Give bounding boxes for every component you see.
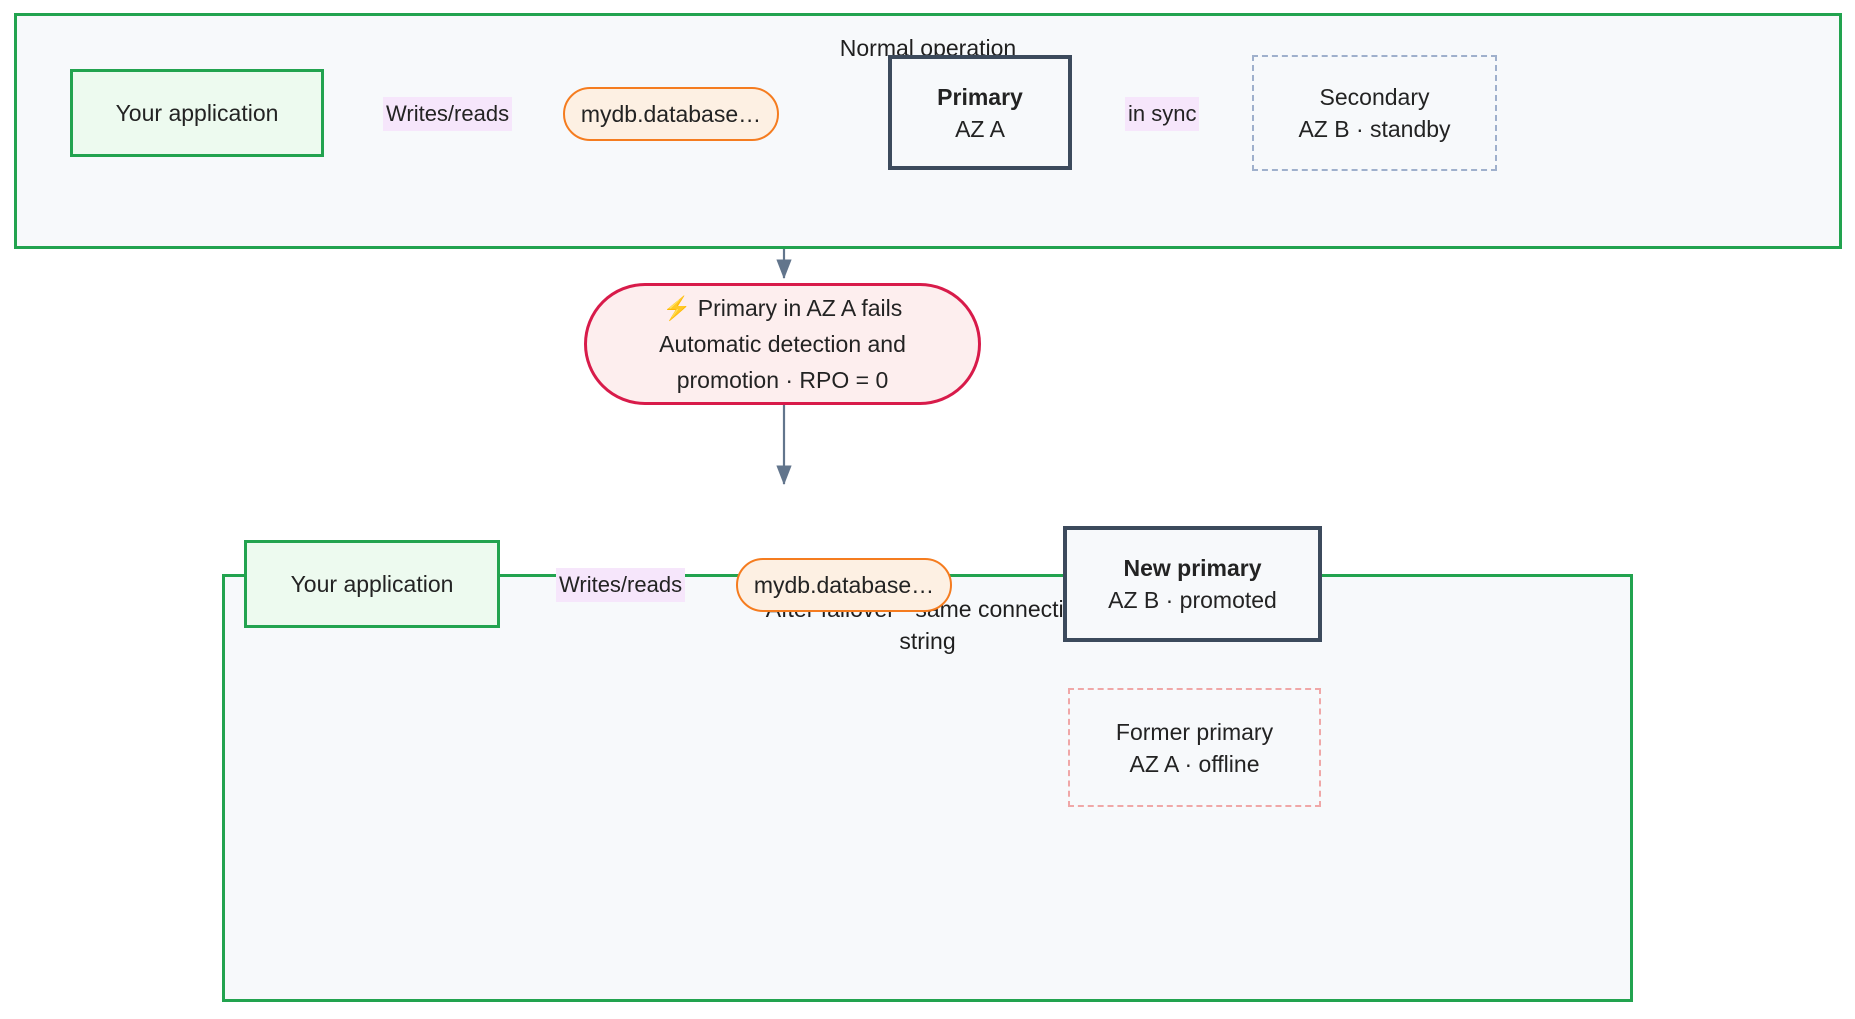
- edge-label-writes-reads-normal: Writes/reads: [383, 97, 513, 131]
- node-former-primary-offline[interactable]: Former primary AZ A · offline: [1068, 688, 1321, 807]
- node-former-primary-title: Former primary: [1115, 718, 1274, 745]
- node-new-primary-subtitle: AZ B · promoted: [1108, 587, 1277, 613]
- node-new-primary-title: New primary: [1123, 555, 1262, 581]
- node-failure-event-line1-wrap: ⚡ Primary in AZ A fails: [663, 290, 903, 326]
- node-failure-event-line2: Automatic detection and: [659, 331, 906, 357]
- node-primary[interactable]: Primary AZ A: [888, 55, 1072, 170]
- subgraph-after-failover: After failover · same connection string: [222, 574, 1633, 1002]
- edge-label-in-sync: in sync: [1125, 97, 1200, 131]
- node-failure-event[interactable]: ⚡ Primary in AZ A fails Automatic detect…: [584, 283, 981, 405]
- node-former-primary-subtitle: AZ A · offline: [1129, 750, 1260, 777]
- node-endpoint-normal[interactable]: mydb.database…: [563, 87, 779, 141]
- node-endpoint-failover-label: mydb.database…: [753, 572, 935, 598]
- node-endpoint-normal-label: mydb.database…: [580, 101, 762, 127]
- edge-label-writes-reads-failover: Writes/reads: [556, 568, 686, 602]
- node-your-application-failover[interactable]: Your application: [244, 540, 500, 628]
- node-secondary-subtitle: AZ B · standby: [1298, 116, 1451, 142]
- node-secondary-title: Secondary: [1319, 84, 1430, 110]
- lightning-bolt-icon: ⚡: [662, 295, 692, 321]
- node-new-primary[interactable]: New primary AZ B · promoted: [1063, 526, 1322, 642]
- node-failure-event-line3: promotion · RPO = 0: [676, 367, 889, 393]
- node-your-application-normal[interactable]: Your application: [70, 69, 324, 157]
- subgraph-normal-operation: Normal operation: [14, 13, 1842, 249]
- node-primary-title: Primary: [937, 83, 1023, 110]
- node-endpoint-failover[interactable]: mydb.database…: [736, 558, 952, 612]
- node-your-application-failover-label: Your application: [290, 571, 454, 597]
- node-failure-event-line1: Primary in AZ A fails: [697, 295, 903, 321]
- node-primary-subtitle: AZ A: [955, 115, 1005, 142]
- node-your-application-normal-label: Your application: [115, 100, 279, 126]
- node-secondary-standby[interactable]: Secondary AZ B · standby: [1252, 55, 1497, 171]
